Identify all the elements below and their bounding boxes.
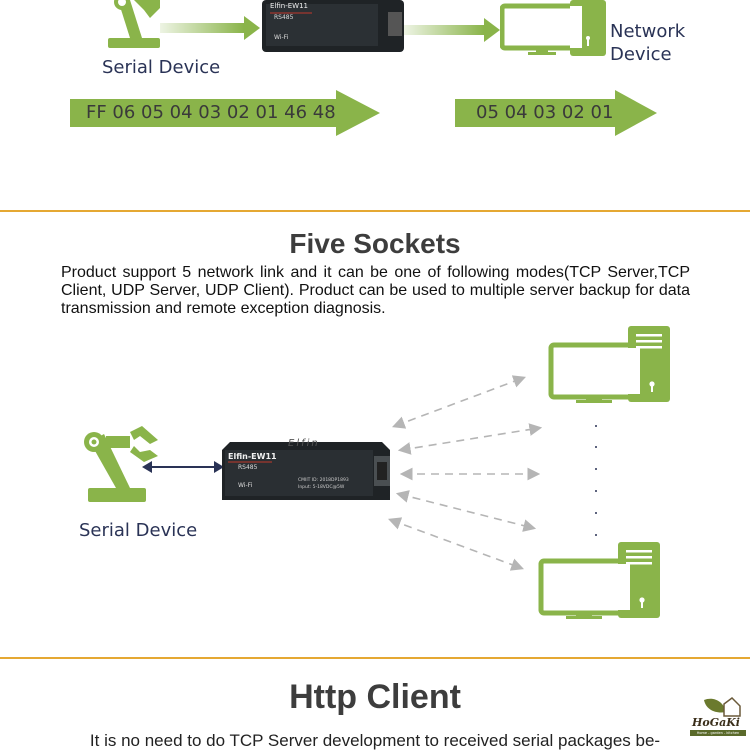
http-client-title: Http Client: [289, 678, 461, 716]
server-computer-icon-bottom: [538, 542, 660, 619]
section-divider: [0, 657, 750, 659]
watermark-name: HoGaKi: [692, 716, 740, 729]
device-brand-label: Elfin: [288, 438, 320, 449]
arrow-device-to-network: [404, 18, 500, 42]
device-port-label: RS485: [274, 14, 294, 21]
serial-device-label-top: Serial Device: [102, 57, 221, 78]
device-cmiit-label: CMIIT ID: 2018DP1893: [298, 478, 349, 483]
device-model-label: Elfin-EW11: [270, 2, 308, 10]
five-sockets-title: Five Sockets: [289, 228, 461, 259]
server-computer-icon-top: [548, 326, 670, 403]
device-model-label: Elfin-EW11: [228, 452, 277, 461]
input-packet-text: FF 06 05 04 03 02 01 46 48: [86, 102, 336, 123]
five-sockets-description: Product support 5 network link and it ca…: [61, 264, 690, 317]
output-packet-arrow: [455, 90, 657, 136]
bidirectional-arrow: [142, 461, 224, 473]
network-computer-icon: [500, 0, 606, 56]
input-packet-arrow: [70, 90, 380, 136]
serial-device-label: Serial Device: [79, 520, 198, 541]
elfin-device: Elfin-EW11 RS485 Wi-Fi: [262, 0, 404, 52]
watermark-tagline: Home - garden - kitchen: [690, 730, 746, 736]
device-input-label: Input: 5-18VDC@5W: [298, 485, 345, 490]
network-device-label: Network Device: [610, 21, 686, 65]
device-port-label: RS485: [238, 464, 258, 471]
socket-arrow-1: [392, 375, 526, 429]
arrow-serial-to-device: [160, 16, 260, 40]
socket-arrow-5: [387, 517, 525, 571]
elfin-device: Elfin Elfin-EW11 RS485 Wi-Fi CMIIT ID: 2…: [222, 438, 394, 500]
section-divider: [0, 210, 750, 212]
device-link-label: Wi-Fi: [274, 34, 289, 41]
socket-arrow-2: [397, 423, 543, 455]
socket-connection-arrows: [387, 375, 543, 571]
http-client-description: It is no need to do TCP Server developme…: [89, 731, 661, 750]
output-packet-text: 05 04 03 02 01: [476, 102, 614, 123]
leaf-house-icon: [704, 697, 741, 717]
robot-arm-icon: [84, 426, 158, 502]
hogaki-watermark: HoGaKi Home - garden - kitchen: [690, 696, 746, 740]
device-link-label: Wi-Fi: [238, 482, 253, 489]
robot-arm-icon: [108, 0, 160, 48]
more-servers-ellipsis: [595, 425, 599, 545]
socket-arrow-4: [395, 490, 537, 532]
